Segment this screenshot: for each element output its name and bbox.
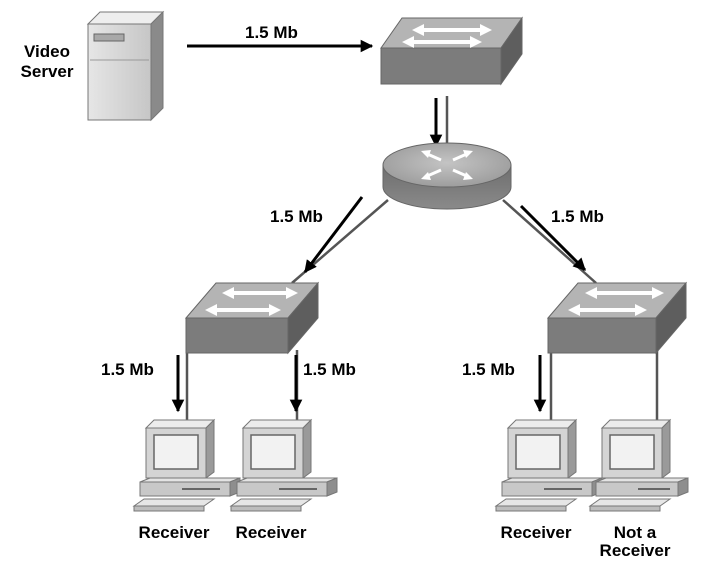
rate-label-router-left: 1.5 Mb (270, 207, 323, 226)
rate-label-pc1: 1.5 Mb (101, 360, 154, 379)
pc-receiver-2-icon (229, 418, 338, 512)
pc-receiver-3-icon (494, 418, 603, 512)
right-switch-icon (546, 281, 688, 355)
traffic-arrows (171, 39, 587, 413)
server-label-line2: Server (21, 62, 74, 81)
router-icon (382, 142, 512, 210)
arrow-router-left (303, 196, 364, 274)
host-label-1: Receiver (139, 523, 210, 542)
host-label-4-line1: Not a (614, 523, 657, 542)
top-switch-icon (380, 16, 523, 86)
video-server-icon (86, 10, 165, 122)
rate-label-pc2: 1.5 Mb (303, 360, 356, 379)
server-label-line1: Video (24, 42, 70, 61)
host-label-4-line2: Receiver (600, 541, 671, 560)
pc-not-receiver-icon (588, 418, 689, 512)
rate-label-router-right: 1.5 Mb (551, 207, 604, 226)
host-label-2: Receiver (236, 523, 307, 542)
rate-label-pc3: 1.5 Mb (462, 360, 515, 379)
host-label-3: Receiver (501, 523, 572, 542)
arrow-router-right (519, 204, 587, 272)
pc-receiver-1-icon (132, 418, 241, 512)
rate-label-server-switch: 1.5 Mb (245, 23, 298, 42)
left-switch-icon (184, 281, 320, 355)
